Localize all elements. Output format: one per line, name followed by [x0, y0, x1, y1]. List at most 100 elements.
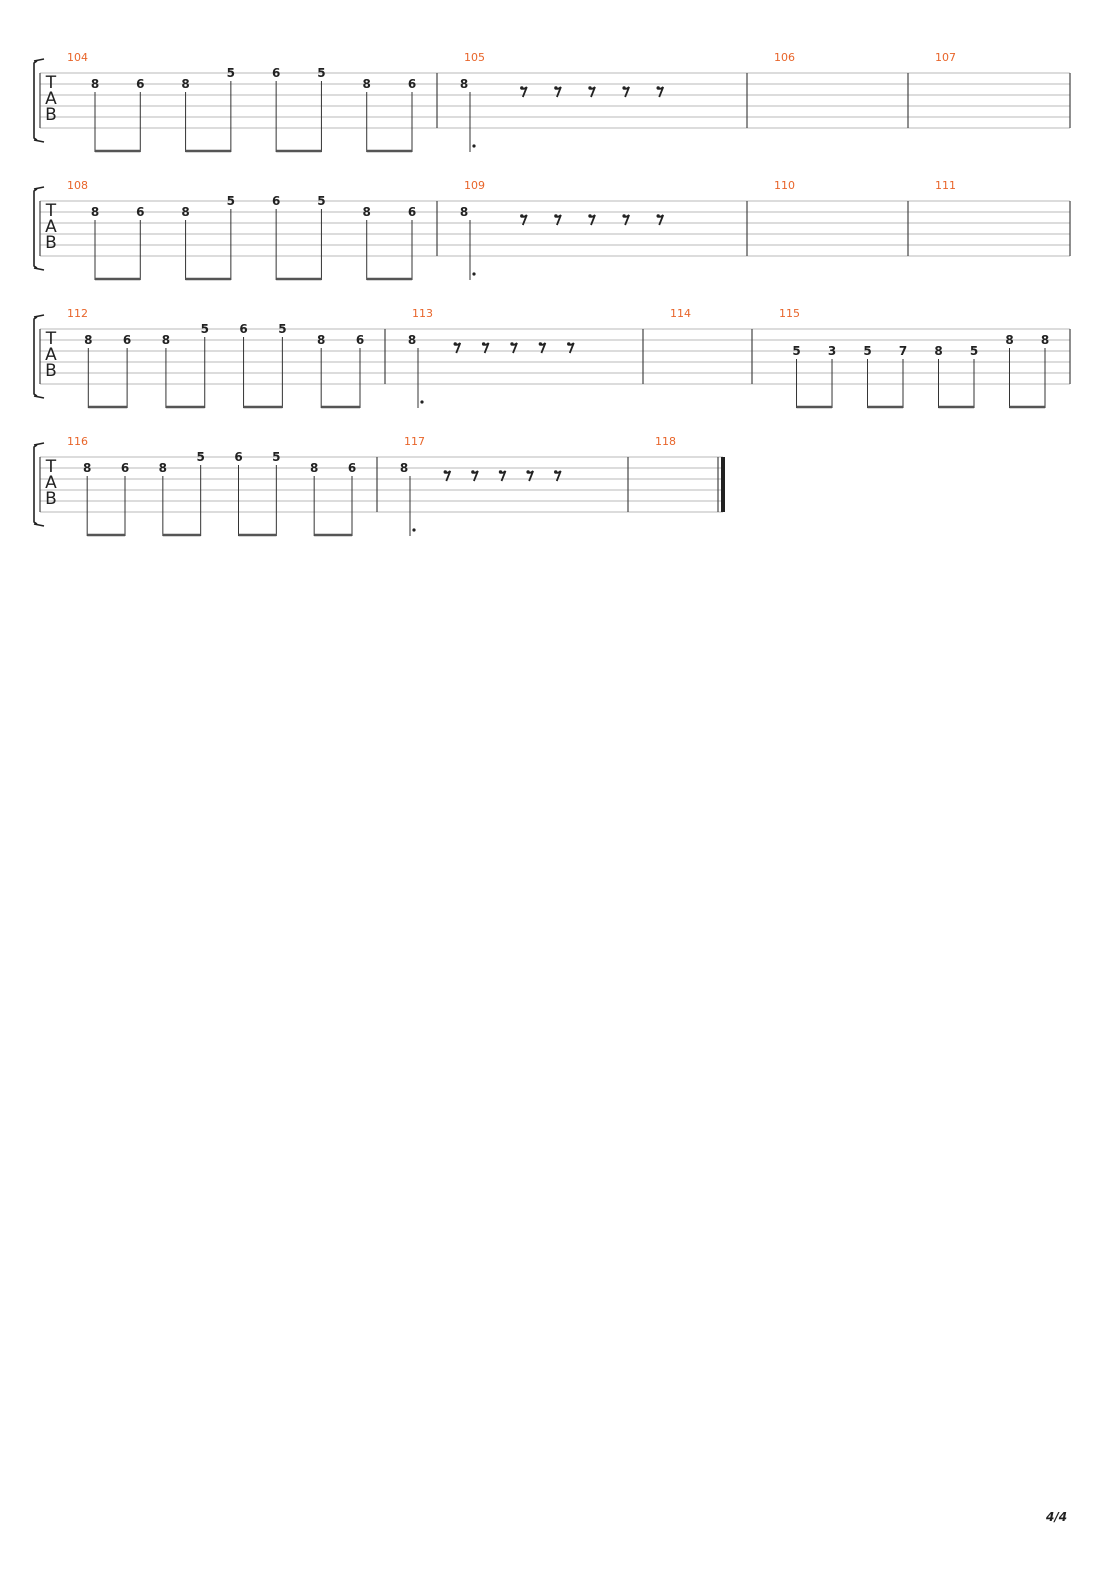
system-bracket-top [33, 58, 45, 62]
measure-number: 112 [67, 307, 88, 320]
tab-clef-letter: B [45, 233, 57, 253]
measure-number: 111 [935, 179, 956, 192]
eighth-rest-dot [622, 86, 626, 90]
fret-number: 5 [272, 450, 280, 464]
eighth-rest-dot [526, 470, 530, 474]
fret-number: 8 [181, 205, 189, 219]
fret-number: 8 [363, 205, 371, 219]
fret-number: 8 [934, 344, 942, 358]
eighth-rest-dot [656, 214, 660, 218]
measure-number: 116 [67, 435, 88, 448]
eighth-rest-dot [588, 86, 592, 90]
measure-number: 117 [404, 435, 425, 448]
fret-number: 5 [201, 322, 209, 336]
fret-number: 8 [408, 333, 416, 347]
fret-number: 5 [792, 344, 800, 358]
fret-number: 6 [239, 322, 247, 336]
page-number: 4/4 [1046, 1510, 1068, 1524]
fret-number: 8 [460, 205, 468, 219]
fret-number: 8 [1041, 333, 1049, 347]
measure-number: 107 [935, 51, 956, 64]
eighth-rest-dot [453, 342, 457, 346]
fret-number: 8 [400, 461, 408, 475]
fret-number: 7 [899, 344, 907, 358]
system-bracket-top [33, 186, 45, 190]
system-bracket [33, 316, 38, 397]
eighth-rest-dot [656, 86, 660, 90]
fret-number: 6 [408, 77, 416, 91]
fret-number: 5 [196, 450, 204, 464]
fret-number: 5 [317, 66, 325, 80]
fret-number: 6 [348, 461, 356, 475]
eighth-rest-dot [510, 342, 514, 346]
augmentation-dot [472, 144, 476, 148]
fret-number: 6 [136, 77, 144, 91]
system-bracket-bottom [33, 523, 45, 527]
fret-number: 8 [91, 205, 99, 219]
eighth-rest-dot [554, 86, 558, 90]
fret-number: 8 [310, 461, 318, 475]
eighth-rest-dot [554, 214, 558, 218]
fret-number: 5 [970, 344, 978, 358]
eighth-rest-dot [443, 470, 447, 474]
augmentation-dot [412, 528, 416, 532]
eighth-rest-dot [622, 214, 626, 218]
measure-number: 109 [464, 179, 485, 192]
fret-number: 8 [1005, 333, 1013, 347]
fret-number: 5 [863, 344, 871, 358]
system-bracket [33, 444, 38, 525]
fret-number: 8 [181, 77, 189, 91]
eighth-rest-dot [538, 342, 543, 346]
eighth-rest-dot [554, 470, 558, 474]
fret-number: 8 [460, 77, 468, 91]
barline-final-thick [721, 457, 725, 512]
fret-number: 5 [317, 194, 325, 208]
tab-clef-letter: T [45, 73, 57, 93]
tab-clef-letter: A [45, 345, 57, 365]
fret-number: 6 [234, 450, 242, 464]
augmentation-dot [472, 272, 476, 276]
tab-clef-letter: B [45, 361, 57, 381]
fret-number: 8 [84, 333, 92, 347]
tab-clef-letter: B [45, 105, 57, 125]
fret-number: 6 [408, 205, 416, 219]
measure-number: 115 [779, 307, 800, 320]
fret-number: 8 [159, 461, 167, 475]
system-bracket-bottom [33, 267, 45, 271]
fret-number: 3 [828, 344, 836, 358]
eighth-rest-dot [498, 470, 503, 474]
fret-number: 5 [227, 66, 235, 80]
measure-number: 105 [464, 51, 485, 64]
eighth-rest-dot [520, 214, 524, 218]
measure-number: 118 [655, 435, 676, 448]
system-bracket-top [33, 314, 45, 318]
fret-number: 6 [136, 205, 144, 219]
fret-number: 8 [363, 77, 371, 91]
eighth-rest-dot [481, 342, 486, 346]
fret-number: 6 [121, 461, 129, 475]
fret-number: 6 [356, 333, 364, 347]
system-bracket-bottom [33, 139, 45, 143]
eighth-rest-dot [567, 342, 571, 346]
measure-number: 108 [67, 179, 88, 192]
fret-number: 6 [272, 66, 280, 80]
system-bracket [33, 188, 38, 269]
tab-clef-letter: T [45, 201, 57, 221]
eighth-rest-dot [588, 214, 592, 218]
tab-clef-letter: A [45, 217, 57, 237]
augmentation-dot [420, 400, 424, 404]
fret-number: 8 [91, 77, 99, 91]
eighth-rest-dot [471, 470, 475, 474]
system-bracket-top [33, 442, 45, 446]
measure-number: 114 [670, 307, 691, 320]
system-bracket-bottom [33, 395, 45, 399]
fret-number: 5 [227, 194, 235, 208]
tab-clef-letter: A [45, 473, 57, 493]
measure-number: 113 [412, 307, 433, 320]
fret-number: 6 [272, 194, 280, 208]
